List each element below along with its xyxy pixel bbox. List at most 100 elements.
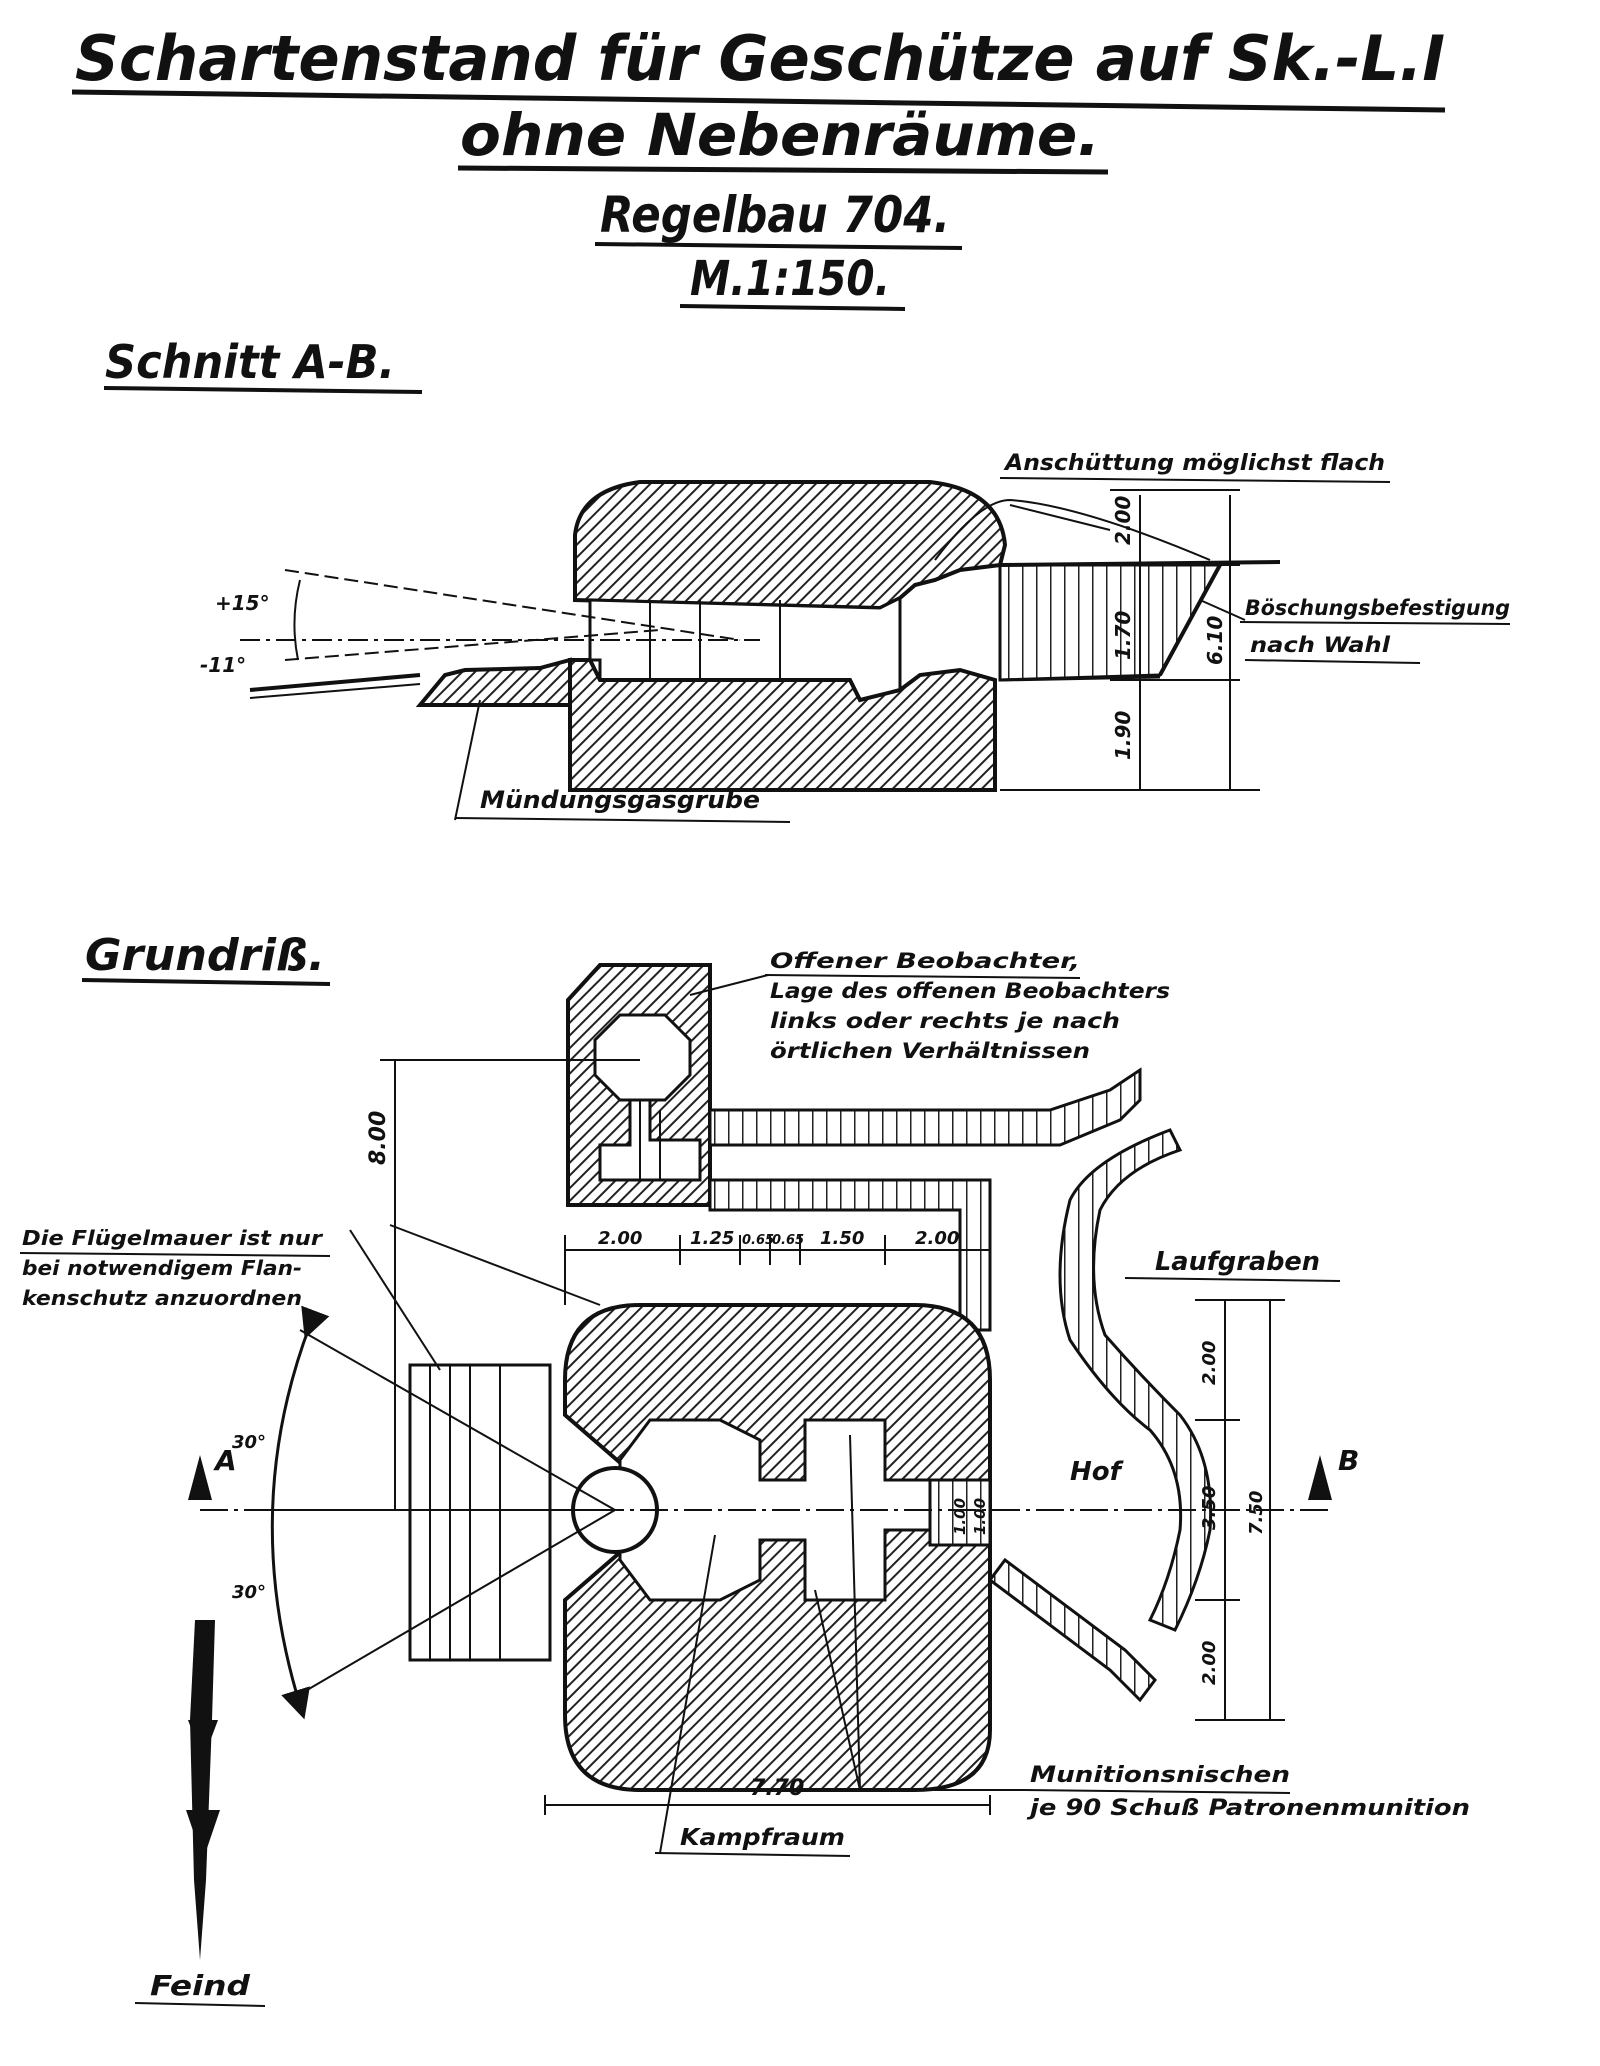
fire-line-upper <box>284 569 741 641</box>
feind-underline <box>134 2002 266 2007</box>
dim-800-label: 8.00 <box>366 1111 391 1165</box>
title-line-2: ohne Nebenräume. <box>460 101 1100 169</box>
muendung-underline <box>454 817 791 823</box>
observer-note-2: Lage des offenen Beobachters <box>770 979 1170 1003</box>
muendung-leader <box>454 699 481 821</box>
angle-upper-label: 30° <box>232 1432 266 1453</box>
title-line-1: Schartenstand für Geschütze auf Sk.-L.I <box>75 22 1445 95</box>
plan-heading-underline <box>81 978 331 986</box>
wing-wall-leader-2 <box>389 1224 601 1306</box>
angle-up-label: +15° <box>215 591 270 615</box>
section-ground-left-2 <box>249 683 421 699</box>
sector-line-lower <box>289 1509 616 1701</box>
observer-note-3: links oder rechts je nach <box>770 1009 1120 1033</box>
observer-note-1: Offener Beobachter, <box>770 949 1080 973</box>
scale-underline <box>679 304 906 311</box>
section-embrasure-step <box>415 657 572 707</box>
section-heading-underline <box>103 386 423 394</box>
top-dim-6: 2.00 <box>915 1228 959 1249</box>
laufgraben-label: Laufgraben <box>1155 1247 1320 1277</box>
drawing-scale: M.1:150. <box>690 251 890 307</box>
right-dim-bottom: 2.00 <box>1199 1641 1220 1685</box>
plan-view: Grundriß. 1.00 1.00 A B <box>19 930 1470 2007</box>
fire-line-lower <box>284 629 661 661</box>
marker-a-label: A <box>213 1444 237 1477</box>
boeschung-underline <box>1239 621 1511 625</box>
section-dim-top: 2.00 <box>1111 496 1135 545</box>
observer-leader <box>689 974 769 996</box>
right-dim-top: 2.00 <box>1199 1341 1220 1385</box>
munition-note-2: je 90 Schuß Patronenmunition <box>1026 1796 1470 1821</box>
plan-heading: Grundriß. <box>85 930 325 981</box>
munition-leader-2 <box>849 1434 861 1791</box>
bottom-dim-label: 7.70 <box>750 1776 804 1801</box>
kampfraum-leader <box>659 1534 716 1854</box>
section-heading: Schnitt A-B. <box>105 335 395 389</box>
observer-octagon <box>593 1013 692 1102</box>
rear-entry <box>928 1478 992 1547</box>
enemy-arrowhead <box>188 1720 218 1760</box>
top-dim-2: 1.25 <box>690 1228 734 1249</box>
enemy-direction-arrow <box>190 1620 215 1960</box>
wing-wall <box>408 1363 552 1662</box>
top-dim-3: 0.65 <box>742 1233 774 1248</box>
sector-arc <box>270 1305 330 1720</box>
trench-upper <box>708 1067 1142 1147</box>
kampfraum-underline <box>654 1852 851 1857</box>
regelbau-underline <box>594 242 963 250</box>
title-underline-1 <box>71 89 1446 113</box>
boeschung-leader <box>1199 599 1246 621</box>
angle-lower-label: 30° <box>232 1582 266 1603</box>
kampfraum-label: Kampfraum <box>680 1825 845 1851</box>
nach-wahl-label: nach Wahl <box>1250 633 1391 657</box>
section-dim-bottom: 1.90 <box>1111 711 1135 760</box>
right-dim-total: 7.50 <box>1246 1491 1267 1535</box>
title-underline-2 <box>457 165 1109 175</box>
angle-arc <box>293 579 301 661</box>
anschuettung-leader <box>1009 504 1111 531</box>
observer-note-underline <box>764 974 1081 979</box>
wing-wall-note-3: kenschutz anzuordnen <box>22 1286 302 1310</box>
sector-line-upper <box>299 1329 616 1511</box>
angle-down-label: -11° <box>200 653 246 677</box>
enemy-arrowhead-2 <box>186 1810 220 1860</box>
marker-a-arrow <box>188 1455 212 1500</box>
door-dim: 1.00 <box>951 1498 969 1535</box>
observer-note-4: örtlichen Verhältnissen <box>770 1039 1090 1063</box>
section-slope <box>1158 564 1222 676</box>
right-dim-mid: 3.50 <box>1199 1486 1220 1530</box>
title-block: Schartenstand für Geschütze auf Sk.-L.I … <box>71 22 1446 311</box>
top-dim-4: 0.65 <box>772 1233 804 1248</box>
munition-underline <box>1024 1789 1291 1794</box>
door-dim-2: 1.00 <box>971 1498 989 1535</box>
munition-note-1: Munitionsnischen <box>1030 1763 1290 1788</box>
section-ground-left <box>249 673 421 692</box>
hof-label: Hof <box>1070 1457 1125 1487</box>
nach-wahl-underline <box>1244 659 1421 664</box>
wing-wall-note-underline <box>19 1252 331 1257</box>
section-dim-total: 6.10 <box>1203 616 1227 665</box>
top-dim-5: 1.50 <box>820 1228 864 1249</box>
laufgraben-underline <box>1124 1277 1341 1282</box>
marker-b-label: B <box>1338 1444 1359 1477</box>
wing-wall-note-2: bei notwendigem Flan- <box>22 1256 302 1280</box>
section-a-b: Schnitt A-B. +15° -11° Anschüttung mögli… <box>103 335 1511 823</box>
anschuettung-underline <box>999 477 1391 483</box>
anschuettung-label: Anschüttung möglichst flach <box>1003 451 1385 476</box>
trench-lower <box>987 1557 1157 1703</box>
section-dim-mid: 1.70 <box>1111 611 1135 660</box>
muendungsgasgrube-label: Mündungsgasgrube <box>480 786 760 814</box>
top-dim-1: 2.00 <box>598 1228 642 1249</box>
section-foundation <box>568 658 997 792</box>
observer-passage <box>598 1098 702 1182</box>
wing-wall-note-1: Die Flügelmauer ist nur <box>22 1226 323 1250</box>
marker-b-arrow <box>1308 1455 1332 1500</box>
laufgraben-trench <box>1058 1128 1213 1632</box>
section-fill-contour <box>934 498 1211 561</box>
section-roof-slab <box>573 480 1008 611</box>
feind-label: Feind <box>150 1969 251 2002</box>
munition-leader-1 <box>814 1589 861 1791</box>
regelbau-number: Regelbau 704. <box>600 186 950 244</box>
boeschung-label: Böschungsbefestigung <box>1245 596 1510 620</box>
